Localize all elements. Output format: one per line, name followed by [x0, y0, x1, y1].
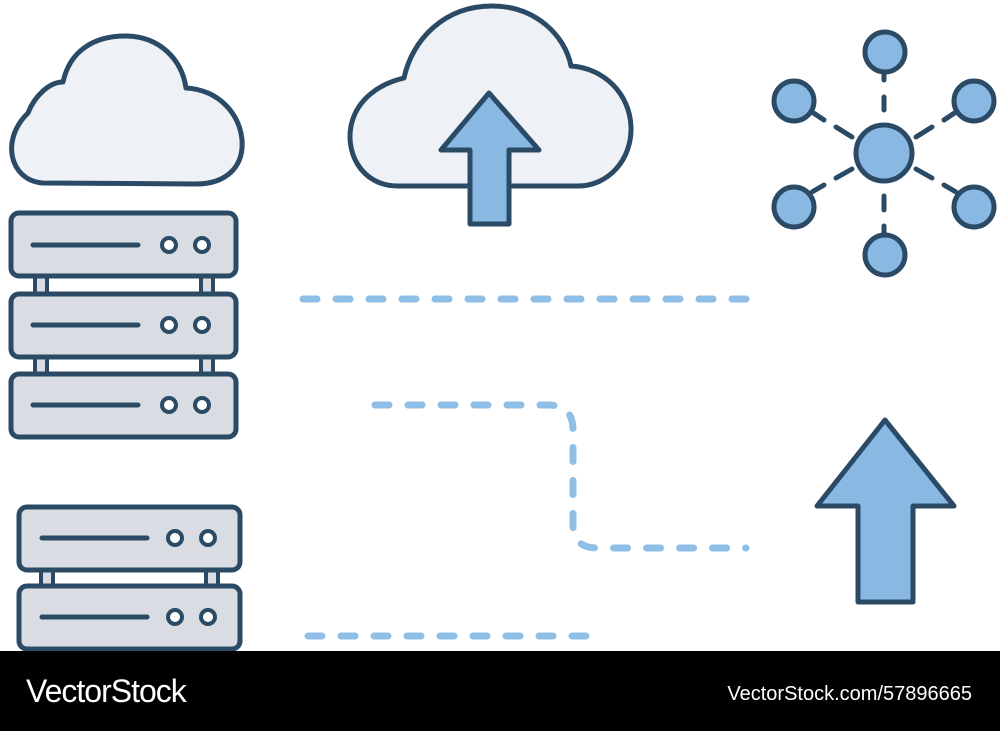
hub-node	[771, 184, 817, 230]
cloud-upload-icon	[347, 3, 634, 227]
hub-node	[951, 184, 997, 230]
footer-brand-logo: VectorStock	[26, 673, 187, 709]
illustration-canvas	[8, 3, 997, 651]
server-unit	[8, 210, 239, 279]
hub-center-node	[853, 122, 915, 184]
server-stack-icon	[16, 504, 243, 651]
hub-node	[862, 232, 908, 278]
hub-node	[951, 78, 997, 124]
server-rack-icon	[8, 210, 239, 440]
server-unit	[16, 504, 243, 573]
server-unit	[8, 291, 239, 360]
hub-node	[771, 78, 817, 124]
upload-arrow-icon	[814, 417, 957, 605]
watermark-footer: VectorStock VectorStock.com/57896665	[0, 651, 1000, 731]
footer-image-id: VectorStock.com/57896665	[727, 683, 972, 705]
server-unit	[8, 371, 239, 440]
server-unit	[16, 583, 243, 651]
dashed-line	[371, 401, 750, 552]
hub-node	[862, 29, 908, 75]
network-hub-icon	[771, 29, 997, 278]
cloud-icon	[9, 33, 245, 187]
upload-arrow-in-cloud	[438, 90, 542, 227]
dashed-connectors	[299, 295, 750, 640]
